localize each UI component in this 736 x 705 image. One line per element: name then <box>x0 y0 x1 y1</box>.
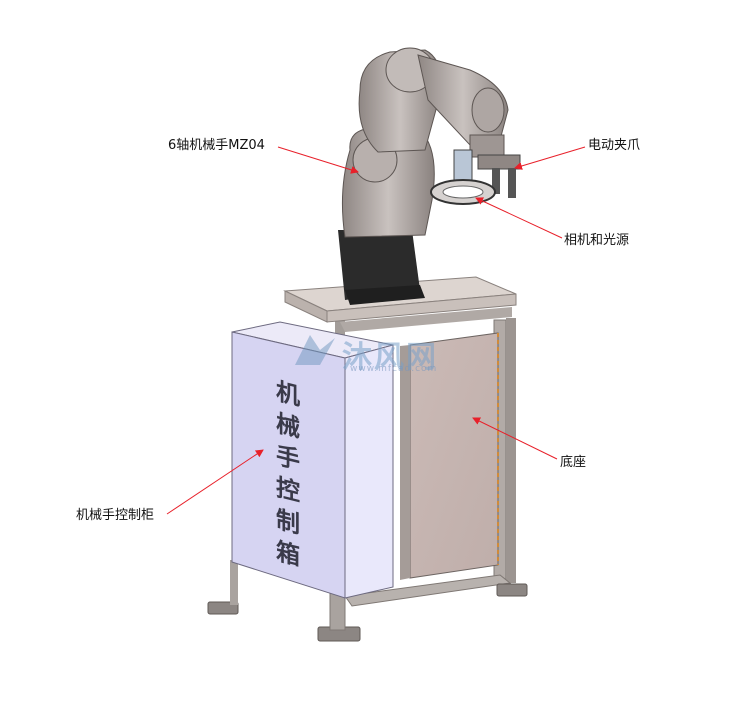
leader-lines <box>166 146 586 515</box>
label-control-cabinet: 机械手控制柜 <box>76 508 155 523</box>
control-cabinet <box>231 321 394 599</box>
gripper-assembly <box>477 154 521 198</box>
base-top-plate <box>283 276 517 332</box>
base-door <box>400 332 499 580</box>
robot-arm <box>338 47 509 305</box>
watermark-url: www.mfcad.com <box>350 364 438 374</box>
watermark-logo-icon <box>295 335 335 365</box>
cabinet-vertical-text: 机 械 手 控 制 箱 <box>268 373 308 575</box>
watermark: 沐风网 www.mfcad.com <box>290 330 460 380</box>
label-camera-light: 相机和光源 <box>564 233 630 248</box>
watermark-text: 沐风网 <box>342 340 438 375</box>
label-gripper: 电动夹爪 <box>588 138 641 153</box>
label-robot-arm: 6轴机械手MZ04 <box>168 138 265 153</box>
label-base: 底座 <box>560 455 587 470</box>
